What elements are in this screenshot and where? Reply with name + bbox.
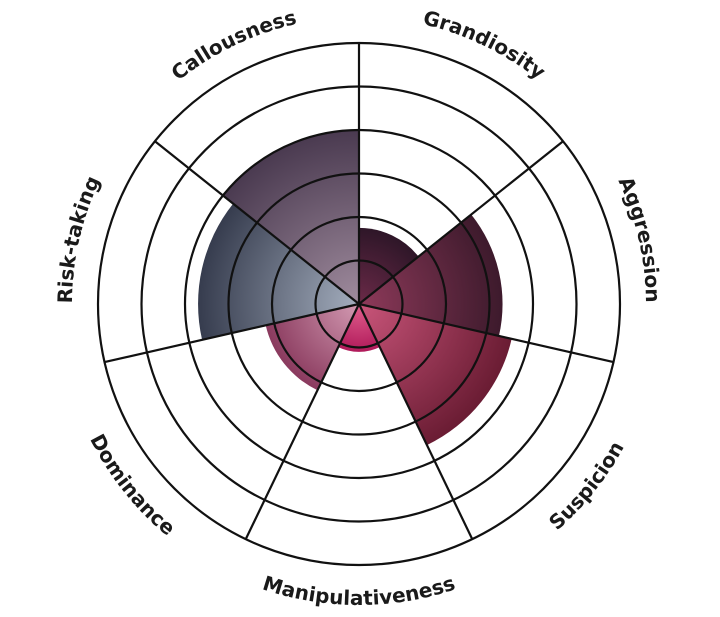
category-label-suspicion: Suspicion (544, 437, 629, 535)
grid-spoke (104, 302, 360, 364)
grid-spoke (358, 302, 614, 364)
wedge-callousness (222, 130, 359, 304)
grid-spoke (154, 140, 360, 305)
category-label-callousness: Callousness (167, 5, 299, 85)
grid-spoke (358, 140, 564, 305)
wedge-aggression (359, 214, 503, 336)
category-label-manipulativeness: Manipulativeness (260, 571, 458, 610)
category-label-grandiosity: Grandiosity (421, 5, 550, 84)
grid-spoke (358, 303, 474, 540)
category-label-risk-taking: Risk-taking (53, 172, 105, 303)
grid-group (96, 41, 622, 567)
wedge-group (198, 130, 512, 446)
wedge-manipulativeness (338, 304, 380, 352)
wedge-suspicion (359, 304, 512, 446)
category-label-dominance: Dominance (85, 430, 180, 540)
grid-spoke (244, 303, 360, 540)
wedge-dominance (265, 304, 359, 391)
wedge-grandiosity (359, 227, 419, 304)
category-label-aggression: Aggression (614, 173, 665, 303)
